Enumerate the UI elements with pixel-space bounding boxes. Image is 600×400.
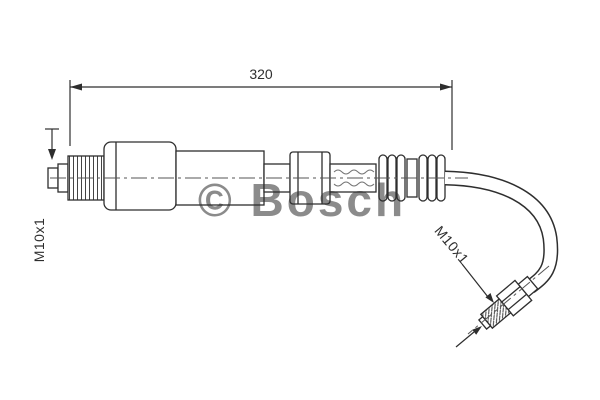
curved-hose <box>444 170 559 293</box>
left-diameter-callout <box>45 128 59 160</box>
hose-texture <box>333 169 375 187</box>
left-thread-label: M10x1 <box>31 218 47 263</box>
dimension-320 <box>69 80 453 150</box>
fitting-centerline <box>467 265 550 335</box>
right-tip <box>477 315 492 331</box>
right-thread-label: M10x1 <box>431 223 472 267</box>
right-fitting <box>477 275 539 331</box>
crimp-sleeve <box>103 141 177 211</box>
tip-arrow <box>455 326 482 348</box>
right-thread-leader <box>461 263 494 303</box>
bosch-watermark: © Bosch <box>198 174 406 226</box>
dimension-label: 320 <box>249 66 273 82</box>
